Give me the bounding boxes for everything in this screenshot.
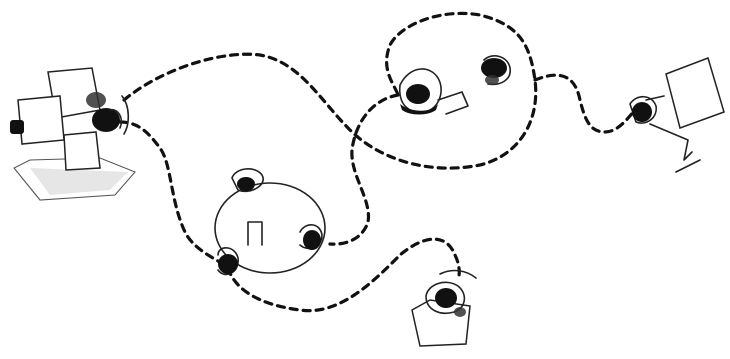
pair-standing <box>400 56 510 115</box>
person-with-board <box>630 58 724 172</box>
person-at-table-bottom <box>412 271 476 346</box>
person-at-desk-start <box>10 68 135 200</box>
dashed-journey-path-loop-top <box>124 13 536 168</box>
dashed-journey-path <box>120 122 228 268</box>
dashed-journey-path-right <box>535 75 635 132</box>
group-at-round-table <box>215 169 325 275</box>
dashed-journey-path-bottom <box>228 239 459 311</box>
